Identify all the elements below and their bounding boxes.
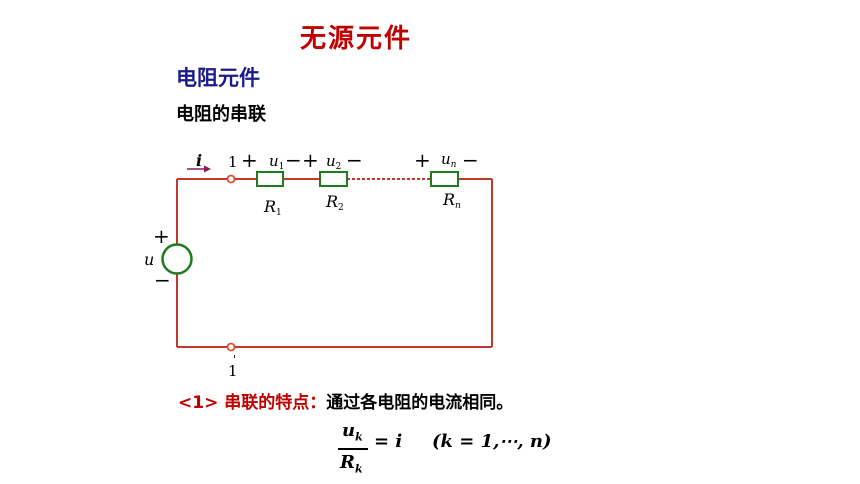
node-label-top: 1 xyxy=(228,153,238,171)
resistor-rn xyxy=(430,171,459,187)
node-prime-mark: ' xyxy=(233,353,236,366)
rn-plus-sign: + xyxy=(414,148,431,172)
r2-minus-sign: − xyxy=(346,148,363,172)
current-arrow-icon xyxy=(187,165,211,173)
page-title: 无源元件 xyxy=(300,24,413,54)
rn-label: Rn xyxy=(442,190,461,211)
voltage-source xyxy=(161,243,193,275)
r1-label: R1 xyxy=(263,197,282,218)
feature-text: 通过各电阻的电流相同。 xyxy=(326,393,514,413)
current-label: i xyxy=(196,151,202,170)
formula-fraction-bar xyxy=(338,448,368,450)
r1-plus-sign: + xyxy=(241,148,258,172)
rn-minus-sign: − xyxy=(462,148,479,172)
formula-condition: (k = 1,⋯, n) xyxy=(432,431,552,452)
terminal-node-1 xyxy=(226,174,236,184)
resistor-r2 xyxy=(319,171,348,187)
formula-numerator: uk xyxy=(342,420,363,444)
r1-minus-sign: − xyxy=(285,148,302,172)
r2-plus-sign: + xyxy=(302,148,319,172)
rn-voltage-label: un xyxy=(441,150,457,170)
subsection-heading: 电阻的串联 xyxy=(176,104,266,125)
r2-voltage-label: u2 xyxy=(326,152,341,172)
r1-voltage-label: u1 xyxy=(269,152,284,172)
node-label-bottom: 1 xyxy=(228,362,238,380)
terminal-node-1-prime xyxy=(226,342,236,352)
source-minus-sign: − xyxy=(154,268,171,292)
source-plus-sign: + xyxy=(153,224,170,248)
resistor-r1 xyxy=(256,171,284,187)
section-heading: 电阻元件 xyxy=(176,66,260,90)
r2-label: R2 xyxy=(325,192,344,213)
formula-denominator: Rk xyxy=(340,452,363,476)
formula-rhs: = i xyxy=(374,431,403,452)
series-feature-statement: <1> 串联的特点：通过各电阻的电流相同。 xyxy=(178,388,513,413)
source-voltage-label: u xyxy=(144,250,154,269)
feature-label: <1> 串联的特点： xyxy=(178,393,327,413)
